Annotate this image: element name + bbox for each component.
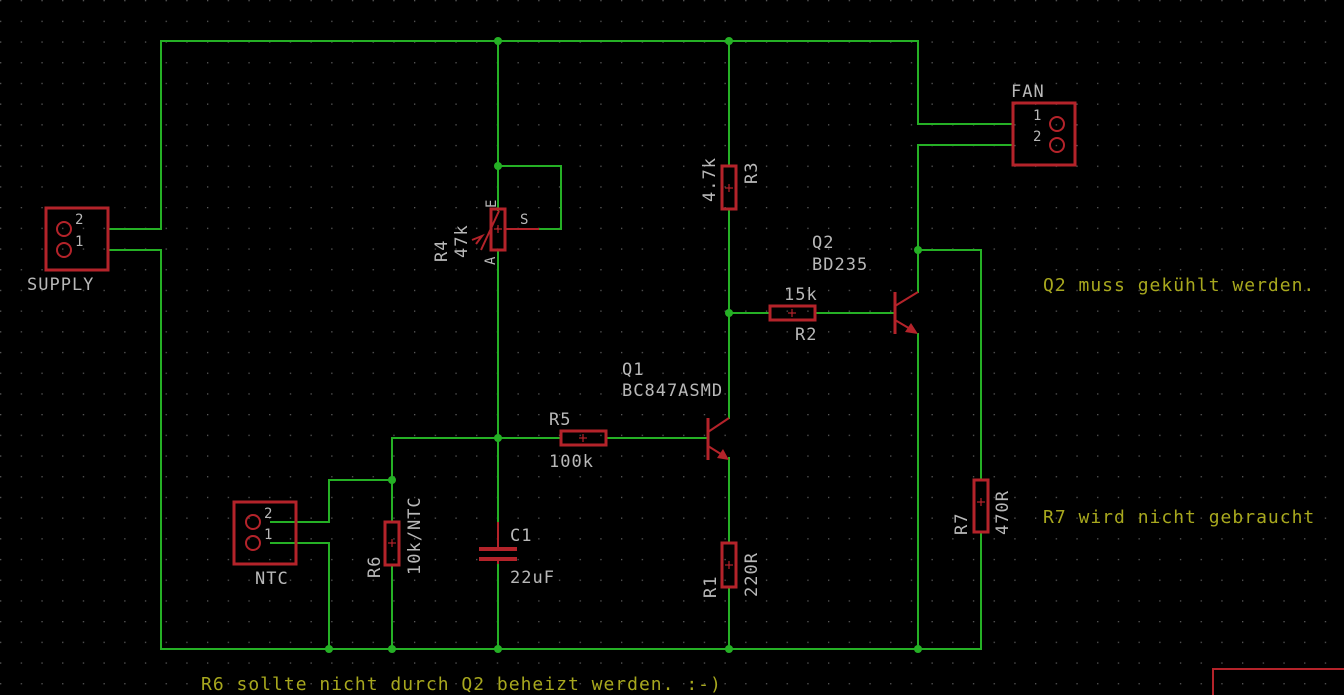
pad-icon (56, 221, 72, 237)
junction-dot (325, 645, 333, 653)
junction-dot (914, 246, 922, 254)
junction-dot (388, 476, 396, 484)
fan-pin2-label: 2 (1033, 129, 1041, 145)
ntc-pin2-label: 2 (264, 506, 272, 522)
r5-value-label: 100k (549, 452, 594, 472)
junction-dot (914, 645, 922, 653)
q2-value-label: BD235 (812, 255, 868, 275)
r5-resistor[interactable]: R5 100k (549, 410, 608, 472)
pad-icon (245, 535, 261, 551)
pad-icon (1049, 116, 1065, 132)
supply-connector[interactable]: 2 1 SUPPLY (27, 206, 110, 295)
r3-name-label: R3 (742, 162, 762, 184)
r1-name-label: R1 (701, 576, 721, 598)
ntc-pin1-label: 1 (264, 527, 272, 543)
r4-value-label: 47k (452, 224, 472, 258)
r4-name-label: R4 (432, 240, 452, 262)
wire-ntc-pin1 (270, 542, 330, 650)
pad-icon (56, 242, 72, 258)
note-r7-unused: R7 wird nicht gebraucht (1043, 507, 1315, 528)
junction-dot (725, 37, 733, 45)
supply-pin2-label: 2 (75, 212, 83, 228)
r4-pin-a-label: A (483, 256, 499, 265)
c1-capacitor[interactable]: C1 22uF (479, 522, 555, 588)
r2-name-label: R2 (795, 325, 817, 345)
r4-potentiometer[interactable]: E A S R4 47k (432, 200, 539, 265)
pad-icon (245, 514, 261, 530)
junctions (325, 37, 922, 653)
r7-resistor[interactable]: R7 470R (952, 478, 1013, 535)
wire-q2-collector (917, 144, 1014, 293)
pad-icon (1049, 137, 1065, 153)
ntc-name-label: NTC (255, 569, 289, 589)
r6-name-label: R6 (365, 556, 385, 578)
r7-name-label: R7 (952, 513, 972, 535)
supply-name-label: SUPPLY (27, 275, 94, 295)
junction-dot (388, 645, 396, 653)
r3-resistor[interactable]: 4.7k R3 (700, 157, 762, 211)
junction-dot (725, 645, 733, 653)
q1-name-label: Q1 (622, 360, 644, 380)
fan-connector[interactable]: 1 2 FAN (1011, 82, 1077, 167)
drawing-frame-corner (1212, 668, 1344, 695)
wire-ntc-pin2 (270, 479, 393, 523)
r6-resistor[interactable]: R6 10k/NTC (365, 496, 425, 578)
fan-pin1-label: 1 (1033, 108, 1041, 124)
ntc-connector[interactable]: 2 1 NTC (232, 500, 298, 589)
junction-dot (494, 434, 502, 442)
q1-value-label: BC847ASMD (622, 381, 723, 401)
r2-value-label: 15k (784, 285, 818, 305)
wire-r7-top (917, 249, 982, 481)
r7-value-label: 470R (993, 490, 1013, 535)
junction-dot (494, 162, 502, 170)
r6-value-label: 10k/NTC (405, 496, 425, 575)
supply-pin1-label: 1 (75, 234, 83, 250)
r4-pin-e-label: E (484, 200, 500, 208)
r5-name-label: R5 (549, 410, 571, 430)
note-q2-cooling: Q2 muss gekühlt werden. (1043, 275, 1315, 296)
r1-resistor[interactable]: R1 220R (701, 541, 762, 598)
junction-dot (725, 309, 733, 317)
note-r6-heat: R6 sollte nicht durch Q2 beheizt werden.… (201, 674, 722, 695)
q2-name-label: Q2 (812, 233, 834, 253)
c1-name-label: C1 (510, 526, 532, 546)
junction-dot (494, 645, 502, 653)
q2-transistor[interactable]: Q2 BD235 (812, 233, 919, 334)
wire-r5-left (391, 437, 562, 523)
r4-pin-s-label: S (520, 212, 528, 228)
wire-r4-wiper (497, 165, 562, 230)
r1-value-label: 220R (742, 552, 762, 597)
q1-transistor[interactable]: Q1 BC847ASMD (622, 360, 730, 460)
r2-resistor[interactable]: 15k R2 (768, 285, 818, 345)
junction-dot (494, 37, 502, 45)
c1-value-label: 22uF (510, 568, 555, 588)
wire-bottom-rail (108, 249, 982, 650)
wire-top-rail (108, 40, 1014, 230)
r3-value-label: 4.7k (700, 157, 720, 202)
fan-name-label: FAN (1011, 82, 1045, 102)
